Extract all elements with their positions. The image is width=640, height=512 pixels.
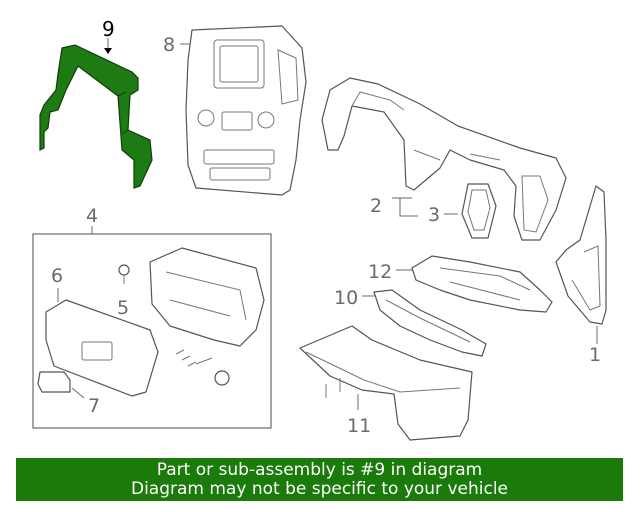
part-6-door[interactable] <box>45 299 159 397</box>
info-banner: Part or sub-assembly is #9 in diagram Di… <box>16 458 623 501</box>
callout-4: 4 <box>86 205 98 227</box>
part-11[interactable] <box>299 325 473 441</box>
part-9-highlighted[interactable] <box>39 44 153 189</box>
part-5-screw[interactable] <box>118 264 130 284</box>
callout-5: 5 <box>117 297 129 319</box>
banner-line-2: Diagram may not be specific to your vehi… <box>130 479 508 499</box>
callout-11: 11 <box>347 415 371 437</box>
banner-line-1: Part or sub-assembly is #9 in diagram <box>156 460 483 480</box>
callout-2: 2 <box>370 195 382 217</box>
callout-12: 12 <box>368 261 392 283</box>
part-1[interactable] <box>555 185 607 325</box>
callout-8: 8 <box>163 34 175 56</box>
part-4-assembly-box <box>32 233 272 429</box>
part-7-bumper[interactable] <box>37 371 71 393</box>
part-12[interactable] <box>411 255 553 313</box>
part-2[interactable] <box>321 77 567 241</box>
callout-7: 7 <box>88 395 100 417</box>
glove-box-housing[interactable] <box>149 247 265 347</box>
callout-1: 1 <box>589 344 601 366</box>
callout-10: 10 <box>334 287 358 309</box>
part-10[interactable] <box>373 289 487 357</box>
spring-damper[interactable] <box>175 349 230 386</box>
part-3[interactable] <box>461 183 497 239</box>
callout-6: 6 <box>51 265 63 287</box>
part-8[interactable] <box>185 25 307 196</box>
callout-9: 9 <box>102 17 115 41</box>
callout-3: 3 <box>428 204 440 226</box>
